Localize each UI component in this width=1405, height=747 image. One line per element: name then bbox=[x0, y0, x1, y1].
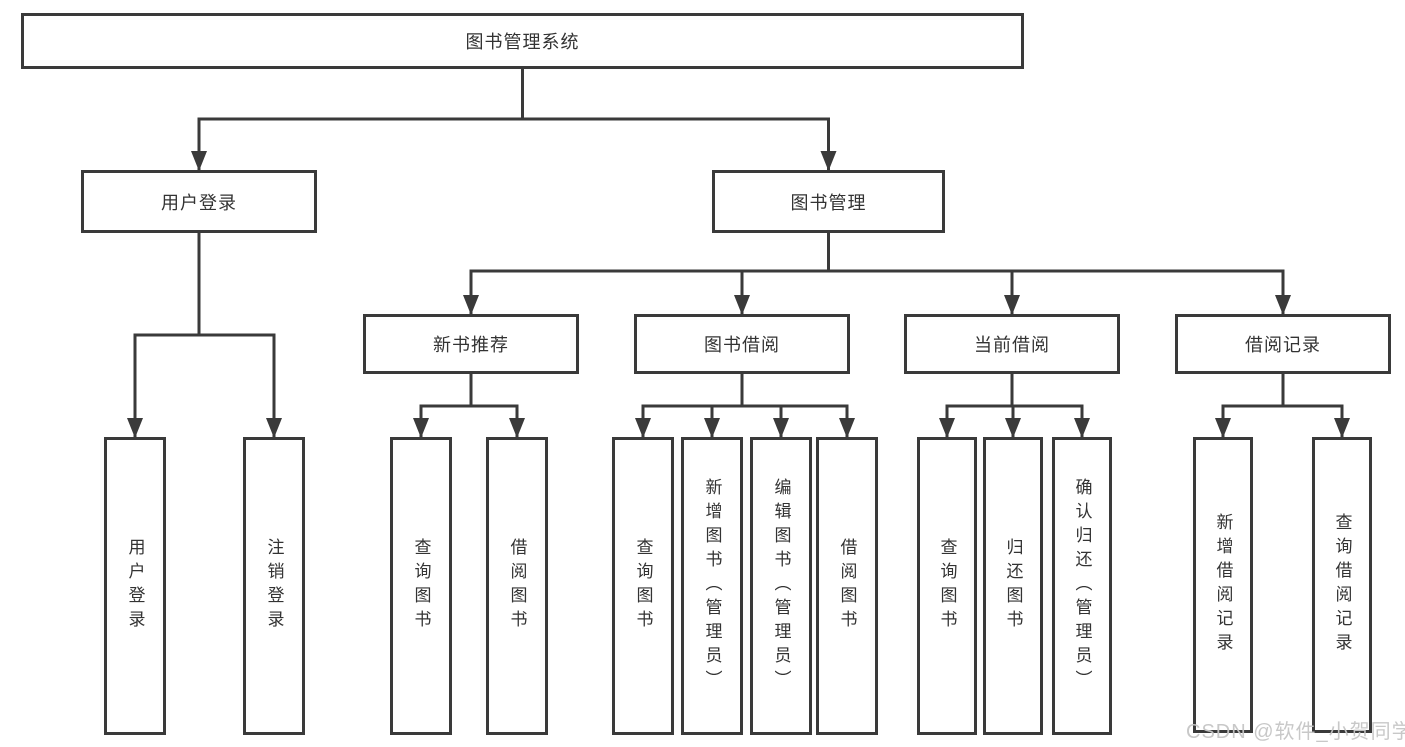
leaf-logout-login: 注销登录 bbox=[243, 437, 305, 735]
leaf-confirm-return-admin: 确认归还（管理员） bbox=[1052, 437, 1112, 735]
leaf-add-borrow-record-label: 新增借阅记录 bbox=[1213, 513, 1233, 657]
leaf-return-books: 归还图书 bbox=[983, 437, 1043, 735]
leaf-add-borrow-record: 新增借阅记录 bbox=[1193, 437, 1253, 733]
leaf-borrow-books-1: 借阅图书 bbox=[486, 437, 548, 735]
node-user-login-label: 用户登录 bbox=[161, 192, 237, 213]
leaf-query-books-2: 查询图书 bbox=[612, 437, 674, 735]
leaf-query-books-1-label: 查询图书 bbox=[411, 538, 431, 634]
connector-new-book-rail bbox=[419, 374, 519, 408]
leaf-add-books-admin-label: 新增图书（管理员） bbox=[702, 478, 722, 694]
watermark: CSDN @软件_小贺同学 bbox=[1186, 721, 1405, 743]
leaf-edit-books-admin-label: 编辑图书（管理员） bbox=[771, 478, 791, 694]
leaf-query-books-3-label: 查询图书 bbox=[937, 538, 957, 634]
leaf-borrow-books-1-label: 借阅图书 bbox=[507, 538, 527, 634]
leaf-return-books-label: 归还图书 bbox=[1003, 538, 1023, 634]
node-book-borrow: 图书借阅 bbox=[634, 314, 850, 374]
leaf-user-login-label: 用户登录 bbox=[125, 538, 145, 634]
leaf-query-books-3: 查询图书 bbox=[917, 437, 977, 735]
connector-current-borrow-rail bbox=[945, 374, 1084, 408]
connector-book-mgmt-rail bbox=[469, 233, 1285, 273]
leaf-logout-login-label: 注销登录 bbox=[264, 538, 284, 634]
connector-borrow-records-rail bbox=[1221, 374, 1344, 408]
node-current-borrow-label: 当前借阅 bbox=[974, 335, 1050, 355]
node-library-system-label: 图书管理系统 bbox=[465, 32, 580, 52]
node-user-login: 用户登录 bbox=[81, 170, 317, 233]
leaf-user-login: 用户登录 bbox=[104, 437, 166, 735]
node-book-borrow-label: 图书借阅 bbox=[704, 335, 780, 355]
node-library-system: 图书管理系统 bbox=[21, 13, 1024, 69]
leaf-query-books-2-label: 查询图书 bbox=[633, 538, 653, 634]
leaf-borrow-books-2: 借阅图书 bbox=[816, 437, 878, 735]
connector-root-rail bbox=[197, 69, 830, 121]
leaf-query-borrow-record: 查询借阅记录 bbox=[1312, 437, 1372, 733]
node-book-management-label: 图书管理 bbox=[790, 192, 867, 213]
node-borrow-records: 借阅记录 bbox=[1175, 314, 1391, 374]
node-new-book-recommend-label: 新书推荐 bbox=[433, 335, 509, 355]
leaf-query-books-1: 查询图书 bbox=[390, 437, 452, 735]
node-new-book-recommend: 新书推荐 bbox=[363, 314, 579, 374]
node-book-management: 图书管理 bbox=[712, 170, 945, 233]
connector-user-login-rail bbox=[133, 233, 276, 337]
connector-book-borrow-rail bbox=[641, 374, 849, 408]
leaf-add-books-admin: 新增图书（管理员） bbox=[681, 437, 743, 735]
node-borrow-records-label: 借阅记录 bbox=[1245, 335, 1321, 355]
leaf-confirm-return-admin-label: 确认归还（管理员） bbox=[1072, 478, 1092, 694]
leaf-borrow-books-2-label: 借阅图书 bbox=[837, 538, 857, 634]
node-current-borrow: 当前借阅 bbox=[904, 314, 1120, 374]
leaf-edit-books-admin: 编辑图书（管理员） bbox=[750, 437, 812, 735]
leaf-query-borrow-record-label: 查询借阅记录 bbox=[1332, 513, 1352, 657]
